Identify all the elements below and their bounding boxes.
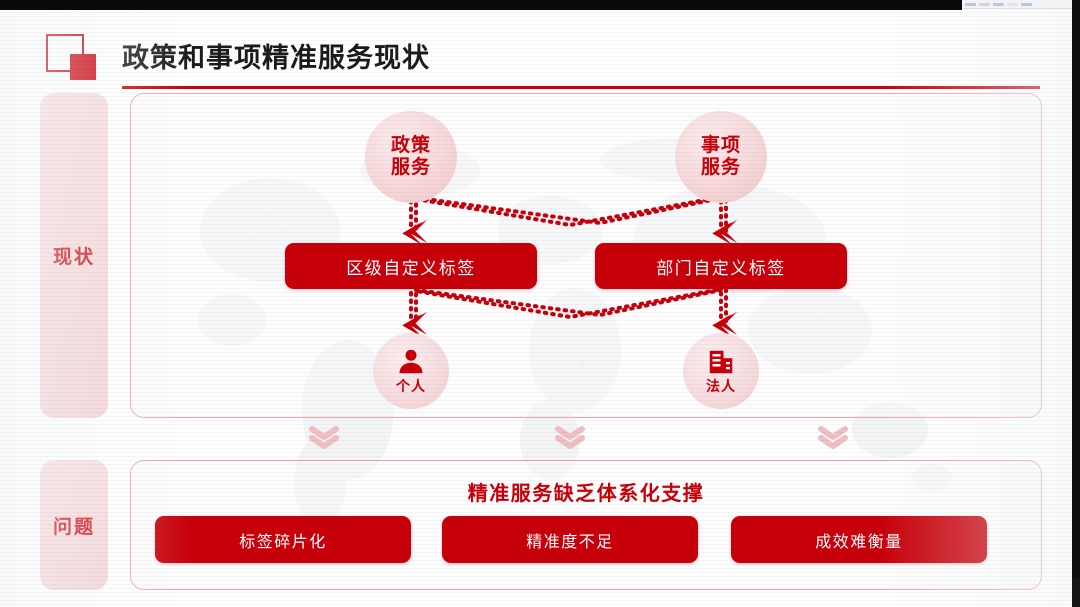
slide-header: 政策和事项精准服务现状 [0,14,1072,89]
rail-current-state[interactable]: 现状 [40,93,108,418]
problem-item-2[interactable]: 精准度不足 [442,516,698,563]
bubble-individual[interactable]: 个人 [373,333,449,409]
bubble-legal-entity[interactable]: 法人 [683,333,759,409]
screenshot-top-bar [0,0,962,10]
double-chevron-down-icon [555,426,585,449]
tag-district-custom[interactable]: 区级自定义标签 [285,243,537,289]
problem-item-1[interactable]: 标签碎片化 [155,516,411,563]
building-icon [709,350,733,374]
bubble-individual-label: 个人 [396,378,426,395]
problem-item-3[interactable]: 成效难衡量 [731,516,987,563]
screenshot-corner-edge [1072,577,1080,607]
tab-marker [993,2,1004,6]
bubble-policy-service[interactable]: 政策 服务 [365,111,457,203]
tab-marker [1021,2,1032,6]
screenshot-right-edge [1072,0,1080,607]
double-chevron-down-icon [309,426,339,449]
logo-mark-icon [46,34,102,80]
double-chevron-down-icon [818,426,848,449]
tab-marker [979,2,990,6]
dotted-connector-arrows [402,194,738,337]
browser-tab-strip [962,0,1072,9]
tab-marker [1007,2,1018,6]
rail-problems[interactable]: 问题 [40,460,108,590]
bubble-matter-service-line1: 事项 [700,134,741,156]
service-flow-diagram: 政策 服务 事项 服务 区级自定义标签 部门自定义标签 个人 [130,93,1042,418]
problems-title: 精准服务缺乏体系化支撑 [467,483,705,505]
title-divider [122,86,1040,89]
tag-department-custom-label: 部门自定义标签 [656,258,786,278]
rail-current-state-label: 现状 [52,247,95,268]
bubble-policy-service-line2: 服务 [390,157,431,178]
person-icon [399,349,423,374]
page-title: 政策和事项精准服务现状 [122,43,430,73]
bubble-policy-service-line1: 政策 [390,134,431,156]
bubble-matter-service-line2: 服务 [700,157,741,178]
problem-item-3-label: 成效难衡量 [815,533,903,551]
tag-department-custom[interactable]: 部门自定义标签 [595,243,847,289]
rail-problems-label: 问题 [52,516,95,538]
bubble-legal-entity-label: 法人 [706,378,736,395]
problem-item-2-label: 精准度不足 [526,533,614,551]
logo-filled-square-icon [70,54,96,80]
problems-section: 精准服务缺乏体系化支撑 标签碎片化 精准度不足 成效难衡量 [130,460,1042,590]
bubble-matter-service[interactable]: 事项 服务 [675,111,767,203]
tab-marker [965,2,976,6]
tag-district-custom-label: 区级自定义标签 [346,258,476,278]
problem-item-1-label: 标签碎片化 [239,533,327,551]
